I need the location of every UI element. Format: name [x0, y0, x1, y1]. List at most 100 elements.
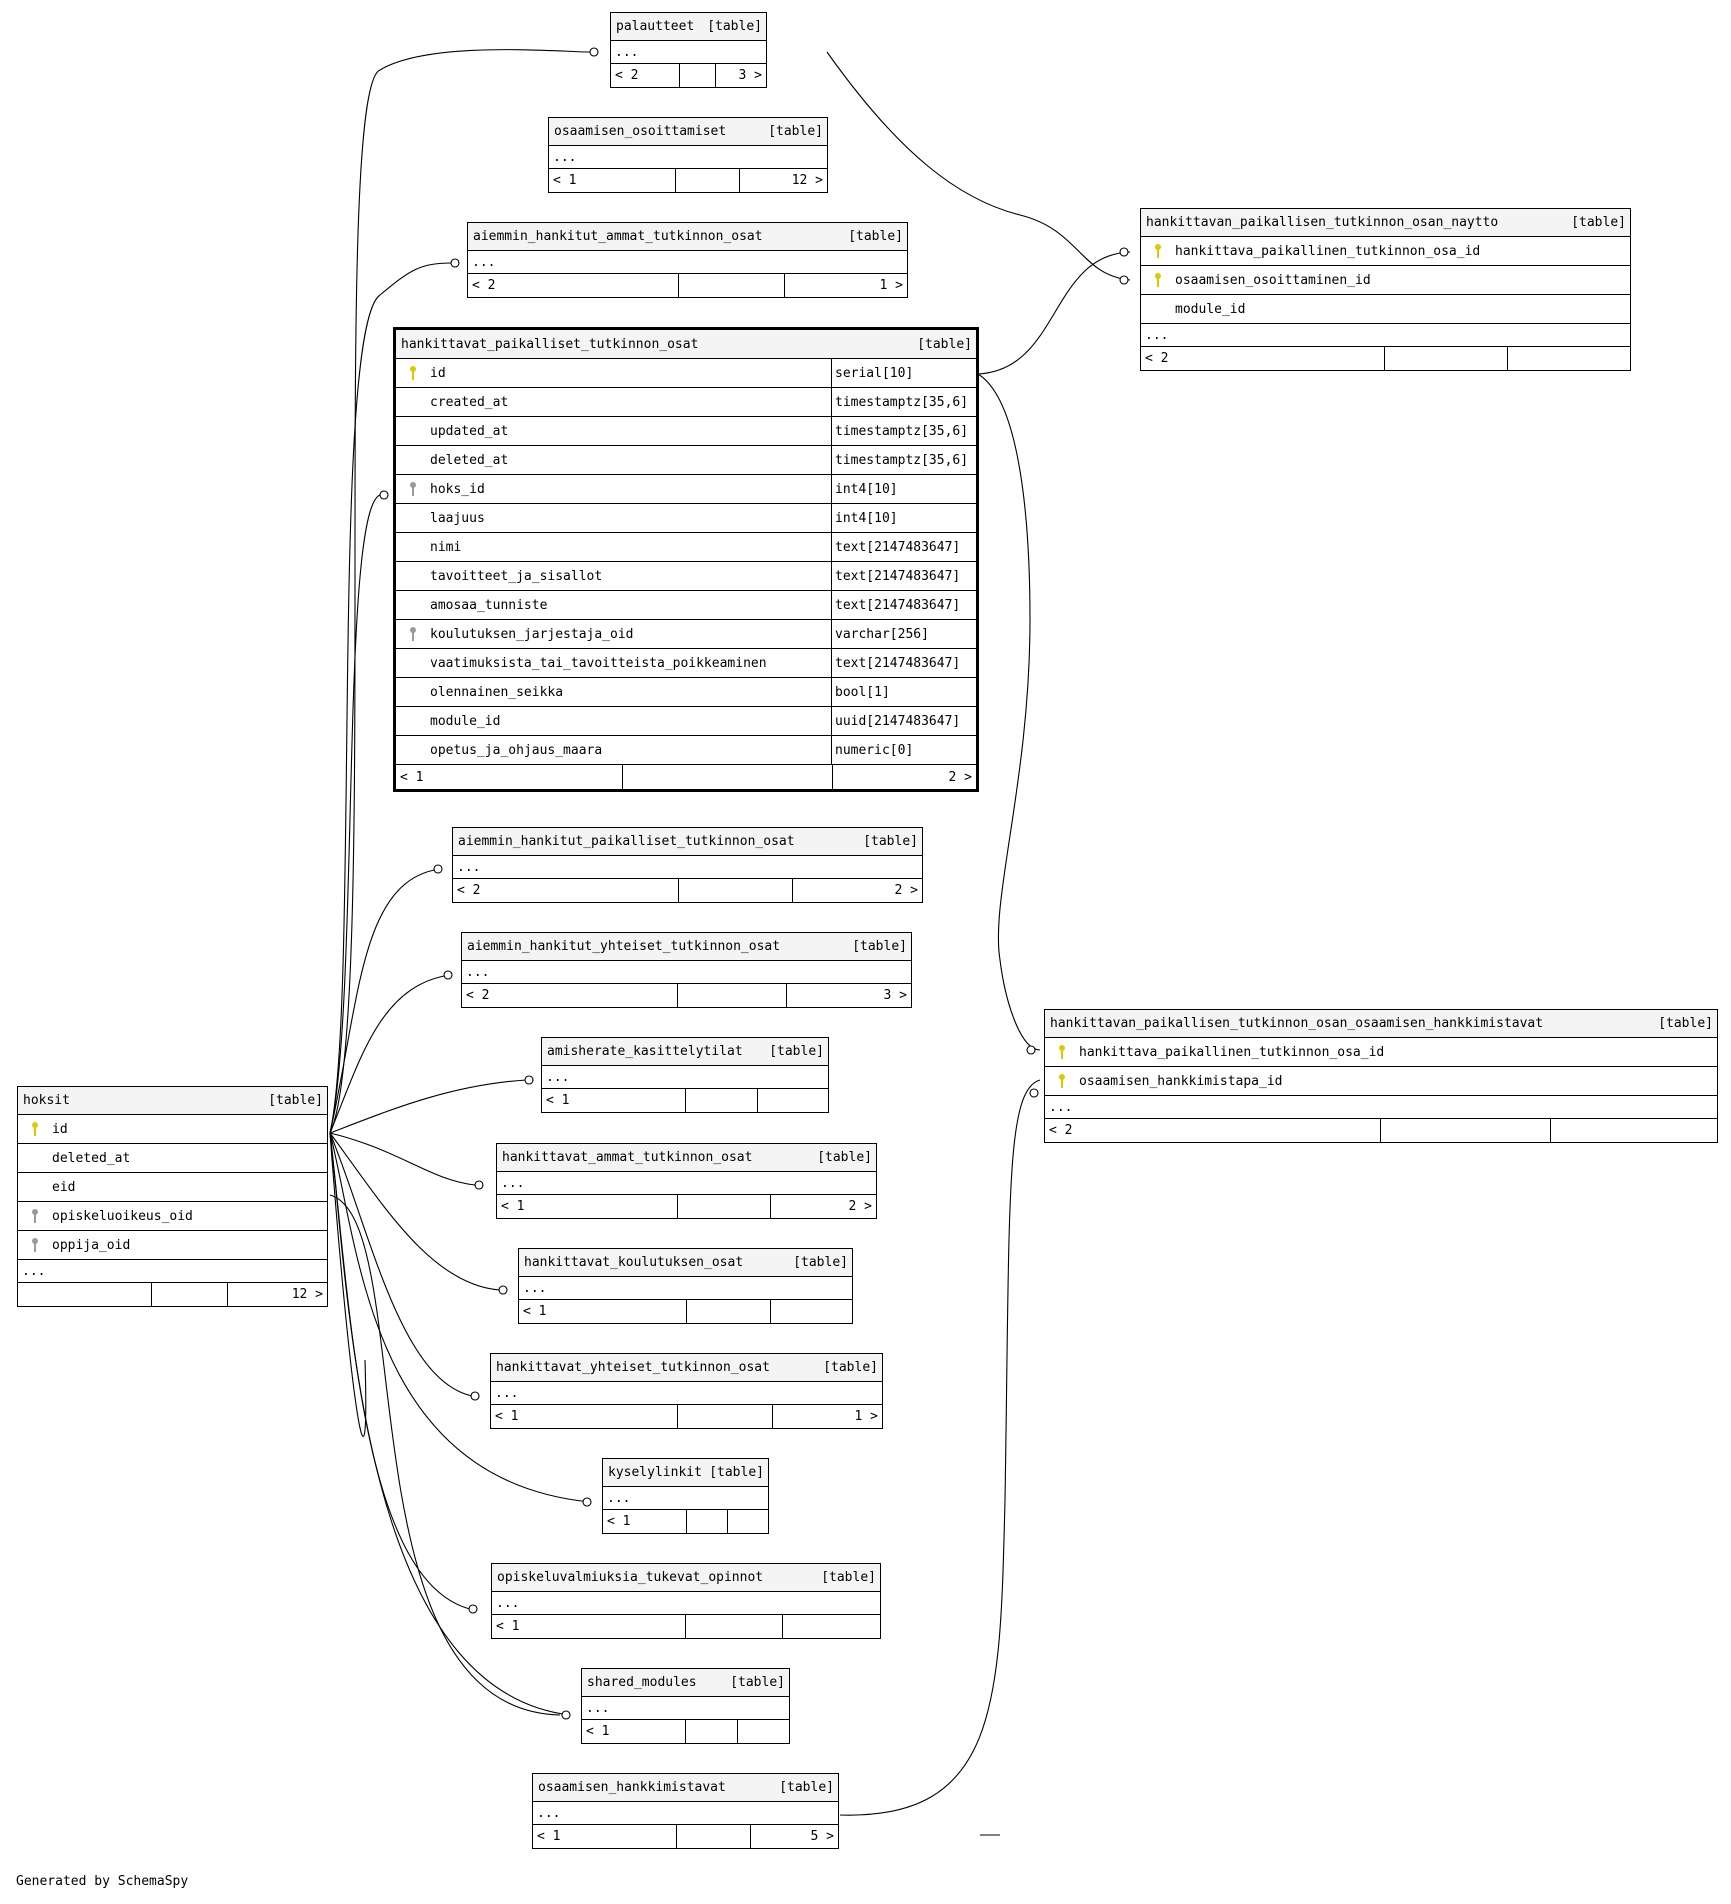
footer-children[interactable]: [737, 1720, 789, 1743]
table-palautteet[interactable]: palautteet[table] ... < 2 3 >: [610, 12, 767, 88]
footer-children[interactable]: 1 >: [784, 274, 907, 297]
relation-edge: [443, 970, 453, 980]
footer-parents[interactable]: < 2: [1049, 1123, 1073, 1138]
footer-parents[interactable]: < 2: [472, 278, 496, 293]
footer-parents[interactable]: < 1: [546, 1093, 570, 1108]
table-footer: < 2: [1045, 1119, 1717, 1142]
table-name: hankittavat_yhteiset_tutkinnon_osat: [496, 1360, 770, 1375]
footer-parents[interactable]: [18, 1283, 151, 1306]
column-row[interactable]: osaamisen_hankkimistapa_id: [1045, 1067, 1717, 1096]
column-row[interactable]: hankittava_paikallinen_tutkinnon_osa_id: [1141, 237, 1630, 266]
footer-parents[interactable]: < 1: [523, 1304, 547, 1319]
column-cell: olennainen_seikka: [396, 678, 831, 706]
column-cell: oppija_oid: [18, 1231, 327, 1259]
column-type: timestamptz[35,6]: [831, 446, 976, 474]
table-hankittavan-paikallisen-tutkinnon-osan-osaamisen-hankkimistavat[interactable]: hankittavan_paikallisen_tutkinnon_osan_o…: [1044, 1009, 1718, 1143]
table-aiemmin-hankitut-paikalliset-tutkinnon-osat[interactable]: aiemmin_hankitut_paikalliset_tutkinnon_o…: [452, 827, 923, 903]
relation-edge: [433, 864, 443, 874]
table-kyselylinkit[interactable]: kyselylinkit[table] ... < 1: [602, 1458, 769, 1534]
column-row[interactable]: hankittava_paikallinen_tutkinnon_osa_id: [1045, 1038, 1717, 1067]
table-hankittavan-paikallisen-tutkinnon-osan-naytto[interactable]: hankittavan_paikallisen_tutkinnon_osan_n…: [1140, 208, 1631, 371]
footer-parents[interactable]: < 1: [586, 1724, 610, 1739]
footer-children[interactable]: 1 >: [772, 1405, 882, 1428]
ellipsis-row: ...: [611, 41, 766, 64]
column-row[interactable]: id: [18, 1115, 327, 1144]
footer-parents[interactable]: < 1: [495, 1409, 519, 1424]
footer-parents[interactable]: < 2: [1145, 351, 1169, 366]
column-type: serial[10]: [831, 359, 976, 387]
footer-children[interactable]: 3 >: [786, 984, 911, 1007]
footer-middle: [676, 1825, 750, 1848]
table-hankittavat-paikalliset-tutkinnon-osat[interactable]: hankittavat_paikalliset_tutkinnon_osat[t…: [393, 327, 979, 792]
footer-children[interactable]: [1507, 347, 1630, 370]
footer-children[interactable]: [782, 1615, 880, 1638]
footer-children[interactable]: [757, 1089, 828, 1112]
footer-children[interactable]: 3 >: [715, 64, 766, 87]
footer-parents[interactable]: < 1: [400, 769, 424, 785]
footer-children[interactable]: [727, 1510, 768, 1533]
table-aiemmin-hankitut-yhteiset-tutkinnon-osat[interactable]: aiemmin_hankitut_yhteiset_tutkinnon_osat…: [461, 932, 912, 1008]
table-aiemmin-hankitut-ammat-tutkinnon-osat[interactable]: aiemmin_hankitut_ammat_tutkinnon_osat[ta…: [467, 222, 908, 298]
table-kind: [table]: [268, 1093, 323, 1108]
table-opiskeluvalmiuksia-tukevat-opinnot[interactable]: opiskeluvalmiuksia_tukevat_opinnot[table…: [491, 1563, 881, 1639]
column-row[interactable]: osaamisen_osoittaminen_id: [1141, 266, 1630, 295]
table-kind: [table]: [769, 1044, 824, 1059]
column-row[interactable]: opiskeluoikeus_oid: [18, 1202, 327, 1231]
column-row[interactable]: eid: [18, 1173, 327, 1202]
table-hankittavat-koulutuksen-osat[interactable]: hankittavat_koulutuksen_osat[table] ... …: [518, 1248, 853, 1324]
footer-parents[interactable]: < 2: [615, 68, 639, 83]
table-hankittavat-ammat-tutkinnon-osat[interactable]: hankittavat_ammat_tutkinnon_osat[table] …: [496, 1143, 877, 1219]
footer-parents[interactable]: < 2: [457, 883, 481, 898]
footer-children[interactable]: 2 >: [770, 1195, 876, 1218]
table-osaamisen-hankkimistavat[interactable]: osaamisen_hankkimistavat[table] ... < 1 …: [532, 1773, 839, 1849]
column-name: nimi: [430, 539, 462, 555]
table-amisherate-kasittelytilat[interactable]: amisherate_kasittelytilat[table] ... < 1: [541, 1037, 829, 1113]
footer-parents[interactable]: < 1: [553, 173, 577, 188]
column-row[interactable]: oppija_oid: [18, 1231, 327, 1260]
column-row[interactable]: module_id: [1141, 295, 1630, 324]
footer-children[interactable]: 12 >: [739, 169, 827, 192]
footer-parents[interactable]: < 1: [607, 1514, 631, 1529]
footer-parents[interactable]: < 1: [496, 1619, 520, 1634]
table-osaamisen-osoittamiset[interactable]: osaamisen_osoittamiset[table] ... < 1 12…: [548, 117, 828, 193]
column-type: text[2147483647]: [831, 591, 976, 619]
column-name: opetus_ja_ohjaus_maara: [430, 742, 603, 758]
column-row[interactable]: vaatimuksista_tai_tavoitteista_poikkeami…: [396, 649, 976, 678]
relation-edge: [329, 1132, 571, 1716]
footer-middle: [622, 765, 832, 789]
footer-children[interactable]: 5 >: [750, 1825, 838, 1848]
relation-edge: [329, 262, 453, 1134]
footer-parents[interactable]: < 2: [466, 988, 490, 1003]
footer-children[interactable]: 2 >: [792, 879, 922, 902]
column-name: hoks_id: [430, 481, 485, 497]
table-hankittavat-yhteiset-tutkinnon-osat[interactable]: hankittavat_yhteiset_tutkinnon_osat[tabl…: [490, 1353, 883, 1429]
footer-children[interactable]: [770, 1300, 852, 1323]
table-footer: < 1 2 >: [497, 1195, 876, 1218]
footer-children[interactable]: 12 >: [227, 1283, 327, 1306]
table-kind: [table]: [1571, 215, 1626, 230]
footer-parents[interactable]: < 1: [501, 1199, 525, 1214]
footer-parents[interactable]: < 1: [537, 1829, 561, 1844]
column-row[interactable]: deleted_at: [18, 1144, 327, 1173]
column-name: tavoitteet_ja_sisallot: [430, 568, 603, 584]
table-name: opiskeluvalmiuksia_tukevat_opinnot: [497, 1570, 764, 1585]
footer-middle: [685, 1720, 737, 1743]
footer-children[interactable]: [1550, 1119, 1717, 1142]
footer-children[interactable]: 2 >: [832, 765, 976, 789]
table-shared-modules[interactable]: shared_modules[table] ... < 1: [581, 1668, 790, 1744]
